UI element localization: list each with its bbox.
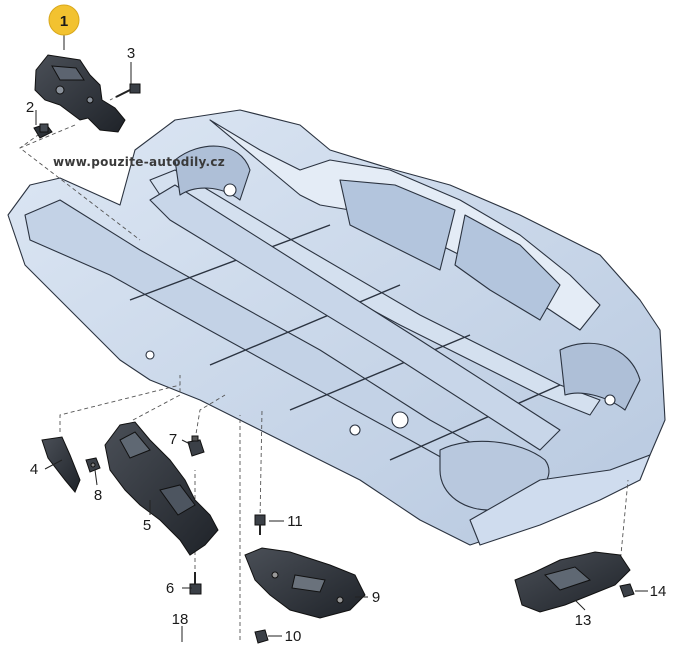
part-3-bolt[interactable] — [115, 83, 141, 98]
cross-member-1 — [129, 224, 331, 301]
callout-3[interactable]: 3 — [127, 45, 135, 62]
callout-5[interactable]: 5 — [143, 517, 151, 534]
callout-leaders — [35, 34, 648, 642]
part-11-screw[interactable] — [254, 514, 266, 535]
cross-member-2 — [209, 284, 401, 366]
part-10-nut[interactable] — [254, 629, 269, 644]
callout-10[interactable]: 10 — [285, 628, 302, 645]
part-8-nut[interactable] — [85, 457, 101, 473]
center-tunnel — [149, 184, 561, 451]
callout-1-highlight — [48, 4, 80, 36]
callout-1[interactable]: 1 — [60, 13, 68, 30]
cross-member-4 — [389, 384, 561, 461]
callout-18[interactable]: 18 — [172, 611, 189, 628]
part-9-center-plate[interactable] — [244, 547, 366, 619]
part-7-clip[interactable] — [187, 435, 205, 457]
callout-7[interactable]: 7 — [169, 431, 177, 448]
floor-hole-1 — [391, 411, 409, 429]
callout-13[interactable]: 13 — [575, 612, 592, 629]
callout-4[interactable]: 4 — [30, 461, 38, 478]
part-6-screw[interactable] — [189, 572, 202, 595]
car-underbody — [7, 109, 666, 546]
part-5-side-panel[interactable] — [104, 421, 219, 556]
callout-8[interactable]: 8 — [94, 487, 102, 504]
floor-hole-5 — [604, 394, 616, 406]
callout-6[interactable]: 6 — [166, 580, 174, 597]
callout-2[interactable]: 2 — [26, 99, 34, 116]
floor-hole-4 — [145, 350, 155, 360]
callout-14[interactable]: 14 — [650, 583, 667, 600]
floor-hole-2 — [349, 424, 361, 436]
front-wheel-arch — [559, 342, 641, 411]
window-opening-rear — [339, 179, 456, 271]
rear-panel — [469, 454, 651, 546]
cross-member-3 — [289, 334, 471, 411]
watermark-text: www.pouzite-autodily.cz — [53, 155, 225, 169]
part-13-rear-shield[interactable] — [514, 551, 631, 613]
part-1-bracket[interactable] — [34, 54, 126, 133]
callout-numbers: 1 2 3 4 8 5 7 6 18 11 9 10 13 14 — [26, 13, 667, 645]
window-opening-front — [454, 214, 561, 321]
callout-11[interactable]: 11 — [287, 513, 303, 530]
part-2-bolt[interactable] — [33, 123, 53, 139]
floor-hole-3 — [223, 183, 237, 197]
callout-9[interactable]: 9 — [372, 589, 380, 606]
part-14-nut[interactable] — [619, 583, 635, 598]
part-4-cover[interactable] — [41, 436, 81, 493]
